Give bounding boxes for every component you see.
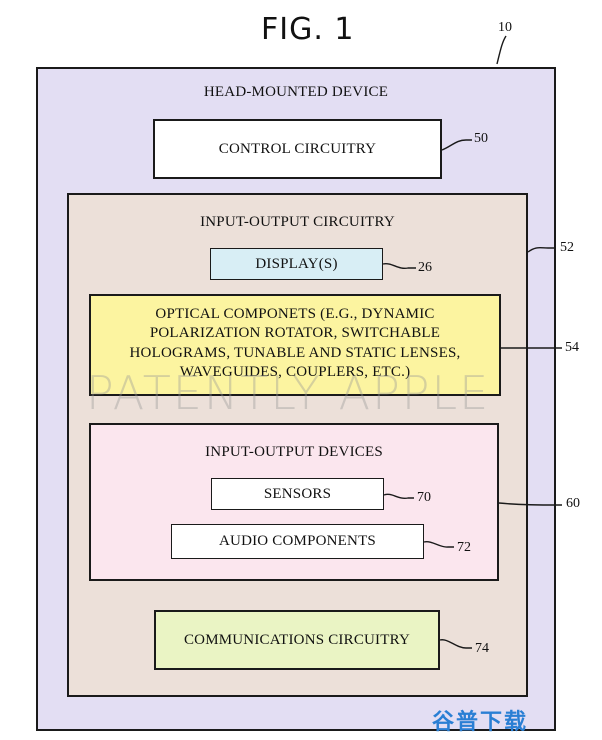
input-output-devices-label: INPUT-OUTPUT DEVICES [205,444,383,460]
optical-components-line-2: POLARIZATION ROTATOR, SWITCHABLE [149,325,441,341]
ref-10: 10 [498,20,512,35]
ref-74: 74 [475,641,489,656]
leader-60 [498,502,563,506]
audio-components-box: AUDIO COMPONENTS [171,524,424,559]
leader-50 [441,139,472,151]
optical-components-line-1: OPTICAL COMPONETS (E.G., DYNAMIC [155,306,435,322]
figure-title: FIG. 1 [261,12,355,47]
leader-10 [496,35,507,65]
brand-watermark: 谷普下载 [432,710,529,735]
optical-components-line-4: WAVEGUIDES, COUPLERS, ETC.) [179,364,411,380]
leader-74 [439,639,472,649]
sensors-label: SENSORS [263,485,332,502]
optical-components-box [89,294,501,396]
head-mounted-device-label: HEAD-MOUNTED DEVICE [203,84,389,100]
ref-52: 52 [560,240,574,255]
ref-72: 72 [457,540,471,555]
display-label: DISPLAY(S) [255,255,338,272]
input-output-circuitry-label: INPUT-OUTPUT CIRCUITRY [200,214,395,230]
leader-26 [382,262,416,270]
ref-54: 54 [565,340,579,355]
audio-components-label: AUDIO COMPONENTS [219,533,376,549]
ref-70: 70 [417,490,431,505]
ref-26: 26 [418,260,432,275]
display-box: DISPLAY(S) [210,248,383,280]
optical-components-line-3: HOLOGRAMS, TUNABLE AND STATIC LENSES, [129,345,461,361]
control-circuitry-label: CONTROL CIRCUITRY [218,140,377,157]
leader-52 [527,246,556,253]
patently-apple-watermark: PATENTLY APPLE [86,366,491,420]
ref-60: 60 [566,496,580,511]
sensors-box: SENSORS [211,478,384,510]
communications-circuitry-label: COMMUNICATIONS CIRCUITRY [183,631,411,648]
ref-50: 50 [474,131,488,146]
communications-circuitry-box: COMMUNICATIONS CIRCUITRY [154,610,440,670]
leader-72 [423,540,454,548]
leader-70 [383,493,414,500]
control-circuitry-box: CONTROL CIRCUITRY [153,119,442,179]
